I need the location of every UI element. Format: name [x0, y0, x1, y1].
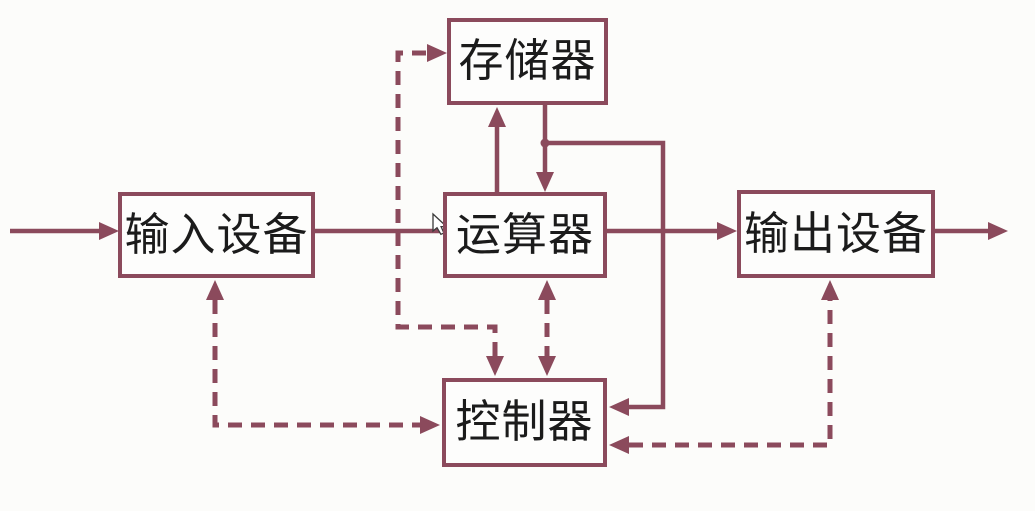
arrow-alu-to-output: [607, 222, 737, 240]
input-device-box: 输入设备: [118, 192, 315, 278]
alu-label: 运算器: [455, 209, 594, 260]
dashed-arrow-alu-control: [538, 280, 556, 376]
dashed-arrow-input-control: [206, 280, 440, 434]
output-device-box: 输出设备: [737, 190, 935, 278]
arrow-alu-to-memory: [488, 107, 506, 192]
control-unit-box: 控制器: [442, 378, 607, 467]
control-unit-label: 控制器: [455, 397, 594, 447]
dashed-arrow-control-output: [609, 280, 839, 454]
input-device-label: 输入设备: [124, 209, 309, 260]
memory-label: 存储器: [458, 36, 597, 86]
arrow-memory-to-alu: [536, 105, 554, 192]
alu-box: 运算器: [443, 192, 607, 278]
arrow-memory-to-control: [545, 140, 666, 416]
arrow-external-to-input: [10, 222, 119, 240]
arrow-output-to-external: [935, 222, 1008, 240]
output-device-label: 输出设备: [743, 208, 928, 259]
dashed-arrow-control-memory: [395, 44, 504, 376]
memory-box: 存储器: [447, 18, 608, 105]
